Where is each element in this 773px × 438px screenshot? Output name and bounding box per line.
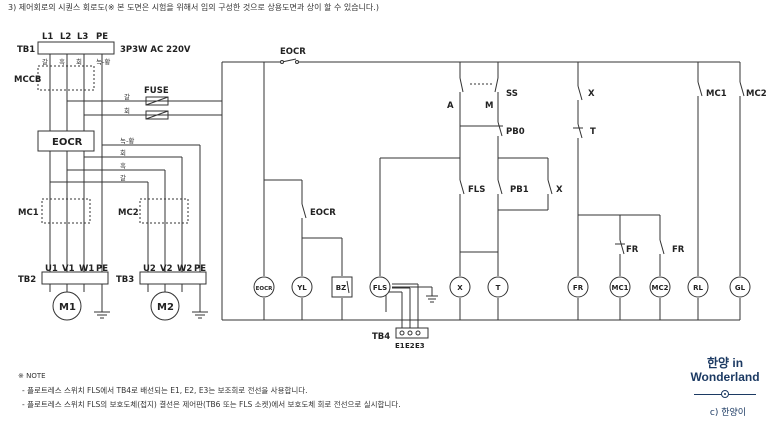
label-t-contact: T [590, 127, 596, 137]
label-eocr-power: EOCR [52, 137, 83, 148]
load-mc2: MC2 [652, 284, 669, 292]
label-ctrl-eocr: EOCR [280, 47, 306, 57]
eocr-box [37, 130, 95, 152]
brand-line-2: Wonderland [690, 370, 760, 384]
label-ss: SS [506, 89, 518, 99]
load-gl: GL [735, 284, 746, 292]
fuse-phase-1: 갈 [124, 93, 130, 101]
label-mc2-power: MC2 [118, 208, 139, 218]
label-tb2: TB2 [18, 275, 36, 285]
branch-phase-2: 회 [120, 149, 126, 157]
motor-m1: M1 [59, 302, 76, 313]
label-m: M [485, 101, 493, 111]
label-fr-contact2: FR [672, 245, 685, 255]
phase-label-4: 녹-황 [96, 57, 110, 66]
label-x-contact1: X [556, 185, 563, 195]
phase-label-2: 흑 [59, 57, 65, 66]
load-fls: FLS [373, 284, 387, 292]
label-eocr-contact: EOCR [310, 208, 336, 218]
tb3-w2: W2 [177, 264, 192, 274]
label-fls: FLS [468, 185, 485, 195]
label-fr-contact1: FR [626, 245, 639, 255]
tb1-block [37, 41, 115, 55]
mccb-box [37, 65, 95, 91]
tb3-u2: U2 [143, 264, 156, 274]
label-mc1-power: MC1 [18, 208, 39, 218]
fuse-phase-2: 회 [124, 107, 130, 115]
tb1-terminal-l3: L3 [77, 32, 88, 42]
load-mc1: MC1 [612, 284, 629, 292]
load-fr: FR [573, 284, 584, 292]
load-eocr: EOCR [256, 286, 273, 292]
tb3-pe: PE [194, 264, 206, 274]
tb2-u1: U1 [45, 264, 58, 274]
brand-logo: 한양 in Wonderland [683, 356, 767, 384]
tb2-w1: W1 [79, 264, 94, 274]
label-tb3: TB3 [116, 275, 134, 285]
label-x-contact2: X [588, 89, 595, 99]
label-pb0: PB0 [506, 127, 525, 137]
label-mc1-contact: MC1 [706, 89, 727, 99]
label-pb1: PB1 [510, 185, 529, 195]
tb2-v1: V1 [62, 264, 75, 274]
brand-line-1: 한양 in [706, 356, 744, 370]
tb1-terminal-l2: L2 [60, 32, 71, 42]
label-fuse: FUSE [144, 86, 169, 96]
note-item-1: - 플로트레스 스위치 FLS에서 TB4로 배선되는 E1, E2, E3는 … [22, 386, 308, 395]
diagram-header: 3) 제어회로의 시퀀스 회로도(※ 본 도면은 시험을 위해서 임의 구성한 … [8, 3, 379, 12]
load-x: X [457, 284, 463, 292]
load-t: T [496, 284, 501, 292]
label-mc2-contact: MC2 [746, 89, 767, 99]
note-title: ※ NOTE [18, 372, 46, 380]
brand-copyright: c) 한양이 [709, 408, 747, 418]
label-a: A [447, 101, 454, 111]
tb2-pe: PE [96, 264, 108, 274]
tb4-e1: E1 [395, 342, 405, 350]
tb3-v2: V2 [160, 264, 173, 274]
load-bz: BZ [336, 284, 346, 292]
branch-phase-4: 갈 [120, 174, 126, 182]
tb1-terminal-l1: L1 [42, 32, 53, 42]
tb1-terminal-pe: PE [96, 32, 108, 42]
phase-label-3: 회 [76, 58, 82, 66]
power-spec: 3P3W AC 220V [120, 45, 191, 55]
tb4-e2: E2 [405, 342, 415, 350]
branch-phase-3: 흑 [120, 161, 126, 170]
phase-label-1: 갈 [42, 58, 48, 66]
load-rl: RL [693, 284, 703, 292]
label-tb4: TB4 [372, 332, 390, 342]
motor-m2: M2 [157, 302, 174, 313]
brand-dot-icon [721, 390, 729, 398]
label-mccb: MCCB [14, 75, 41, 85]
note-item-2: - 플로트레스 스위치 FLS의 보호도체(접지) 결선은 제어판(TB6 또는… [22, 400, 401, 409]
tb4-e3: E3 [415, 342, 425, 350]
label-tb1: TB1 [17, 45, 35, 55]
branch-phase-1: 녹-황 [120, 136, 134, 145]
load-yl: YL [296, 284, 307, 292]
